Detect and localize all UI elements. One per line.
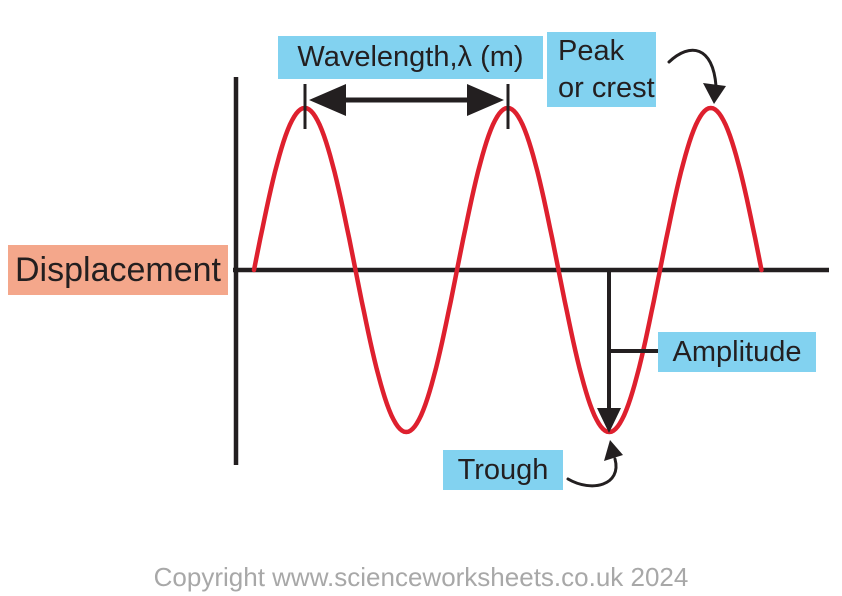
copyright-text: Copyright www.scienceworksheets.co.uk 20… [153, 562, 689, 592]
peak-crest-label-line1: Peak [558, 35, 625, 67]
amplitude-label: Amplitude [658, 332, 816, 372]
trough-arrowhead [604, 440, 623, 461]
wavelength-label: Wavelength,λ (m) [278, 36, 543, 79]
peak-crest-label-line2: or crest [558, 72, 655, 104]
peak-arrow-curve [667, 48, 718, 88]
trough-label: Trough [443, 450, 563, 490]
trough-arrow-curve [566, 457, 618, 488]
wavelength-arrowhead-left [309, 84, 346, 116]
displacement-label: Displacement [8, 245, 228, 295]
amplitude-arrowhead [597, 408, 621, 433]
peak-crest-label: Peak or crest [547, 32, 656, 107]
wavelength-arrowhead-right [467, 84, 504, 116]
peak-arrowhead [703, 83, 726, 104]
